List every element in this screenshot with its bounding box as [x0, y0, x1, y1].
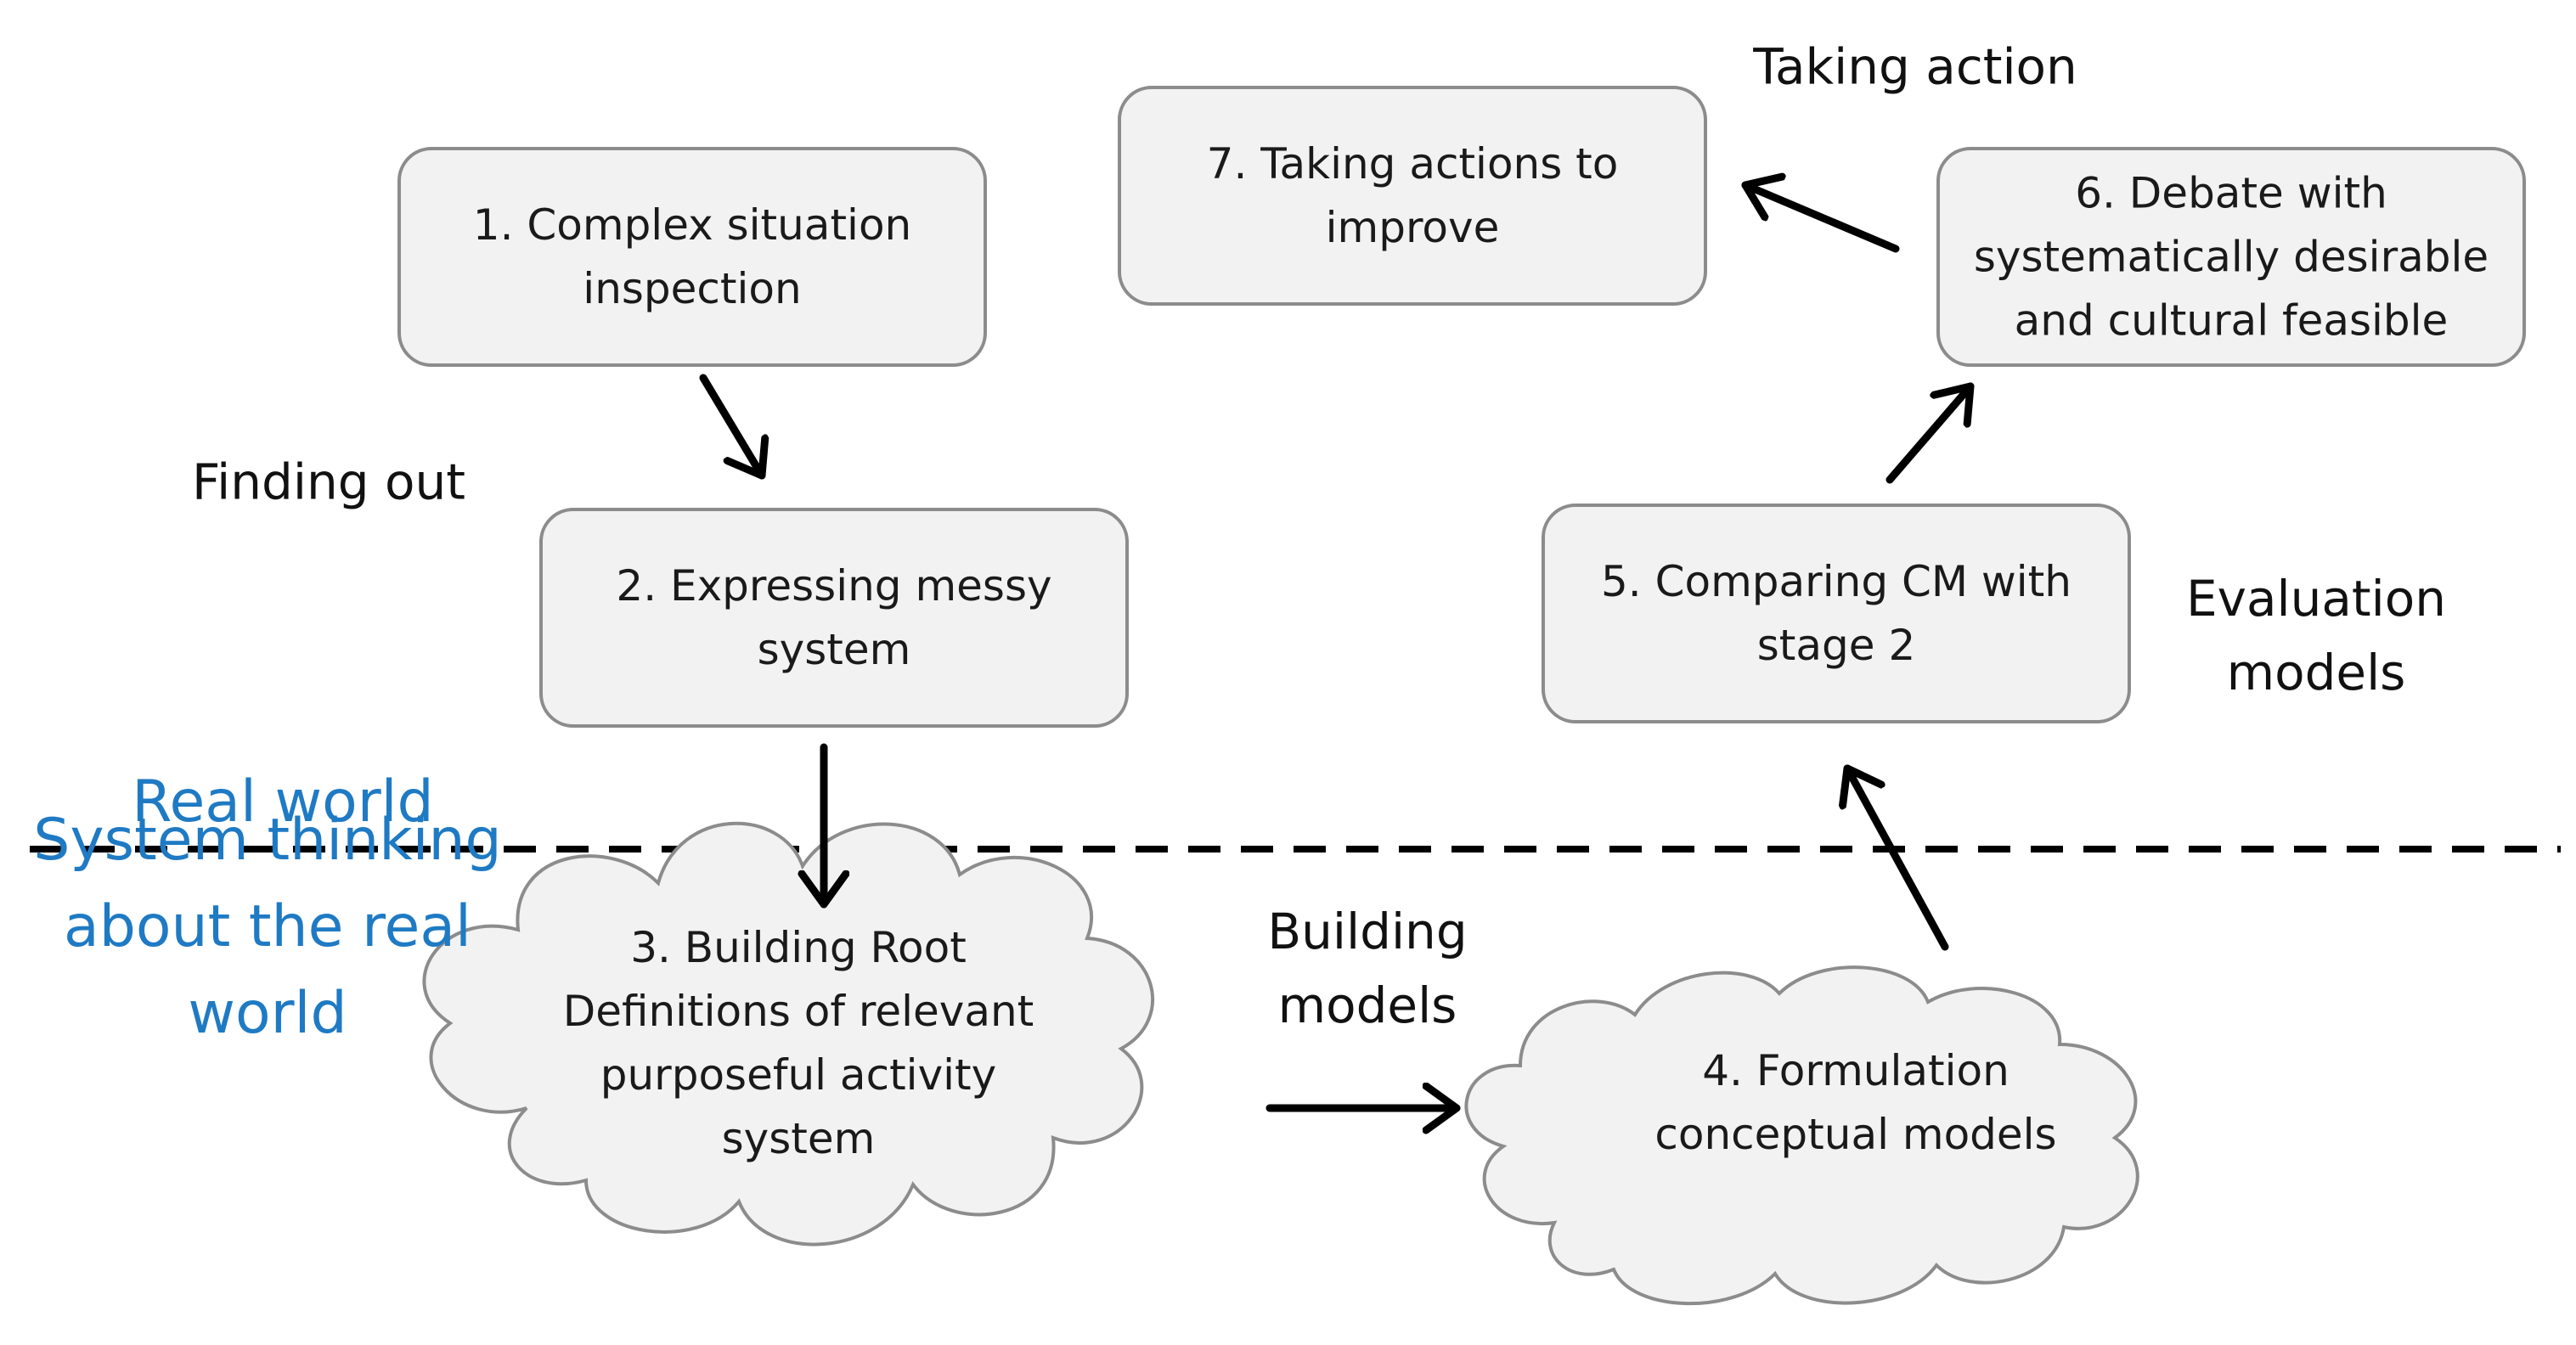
node-7-taking-actions: 7. Taking actions to improve [1118, 86, 1707, 306]
text-line: 4. Formulation [1702, 1046, 2010, 1095]
label-taking-action: Taking action [1752, 37, 2077, 95]
cloud-shape [1464, 965, 2139, 1305]
text-line: Real world [132, 768, 433, 836]
text-line: Finding out [192, 453, 465, 510]
text-line: stage 2 [1757, 621, 1916, 670]
cloud-shape [422, 821, 1155, 1247]
label-building-models: Building models [1267, 903, 1467, 1034]
text-line: models [1278, 976, 1457, 1034]
arrow-1-to-2 [699, 374, 762, 480]
text-line: Building [1267, 903, 1467, 960]
arrow-4-to-5 [1847, 764, 1949, 951]
node-5-comparing-cm: 5. Comparing CM with stage 2 [1542, 504, 2131, 723]
node-6-text: 6. Debate with systematically desirable an… [1974, 169, 2489, 346]
text-line: system [722, 1114, 876, 1163]
text-line: models [2227, 644, 2406, 701]
text-line: and cultural feasible [2015, 296, 2449, 346]
arrow-5-to-6 [1885, 382, 1975, 484]
text-line: world [188, 980, 347, 1047]
node-2-text: 2. Expressing messy system [616, 561, 1051, 674]
node-4-text: 4. Formulation conceptual models [1654, 1046, 2056, 1159]
text-line: 5. Comparing CM with [1601, 557, 2072, 606]
text-line: System thinking [33, 807, 501, 874]
text-line: 3. Building Root [630, 923, 967, 972]
text-line: Taking action [1752, 37, 2077, 95]
node-1-complex-situation-inspection: 1. Complex situation inspection [397, 147, 987, 367]
text-line: Definitions of relevant [563, 987, 1034, 1036]
zone-label-system-thinking: System thinking about the real world [33, 807, 501, 1047]
text-line: 6. Debate with [2075, 169, 2387, 218]
text-line: purposeful activity [600, 1050, 997, 1100]
arrow-6-to-7 [1741, 185, 1900, 253]
node-1-text: 1. Complex situation inspection [473, 200, 911, 313]
text-line: Evaluation [2186, 570, 2446, 627]
node-7-text: 7. Taking actions to improve [1207, 139, 1619, 252]
text-line: 2. Expressing messy [616, 561, 1051, 611]
text-line: improve [1326, 203, 1500, 252]
zone-label-real-world: Real world [132, 768, 433, 836]
text-line: conceptual models [1654, 1110, 2056, 1159]
label-finding-out: Finding out [192, 453, 465, 510]
text-line: inspection [583, 264, 801, 313]
node-2-expressing-messy-system: 2. Expressing messy system [539, 508, 1129, 728]
node-6-debate: 6. Debate with systematically desirable an… [1936, 147, 2526, 367]
text-line: systematically desirable [1974, 233, 2489, 282]
text-line: 1. Complex situation [473, 200, 911, 250]
text-line: system [758, 625, 911, 674]
node-4-formulation-conceptual-models-cloud: 4. Formulation conceptual models [1464, 965, 2139, 1305]
node-5-text: 5. Comparing CM with stage 2 [1601, 557, 2072, 670]
label-evaluation-models: Evaluation models [2186, 570, 2446, 701]
text-line: about the real [64, 893, 471, 960]
text-line: 7. Taking actions to [1207, 139, 1619, 189]
